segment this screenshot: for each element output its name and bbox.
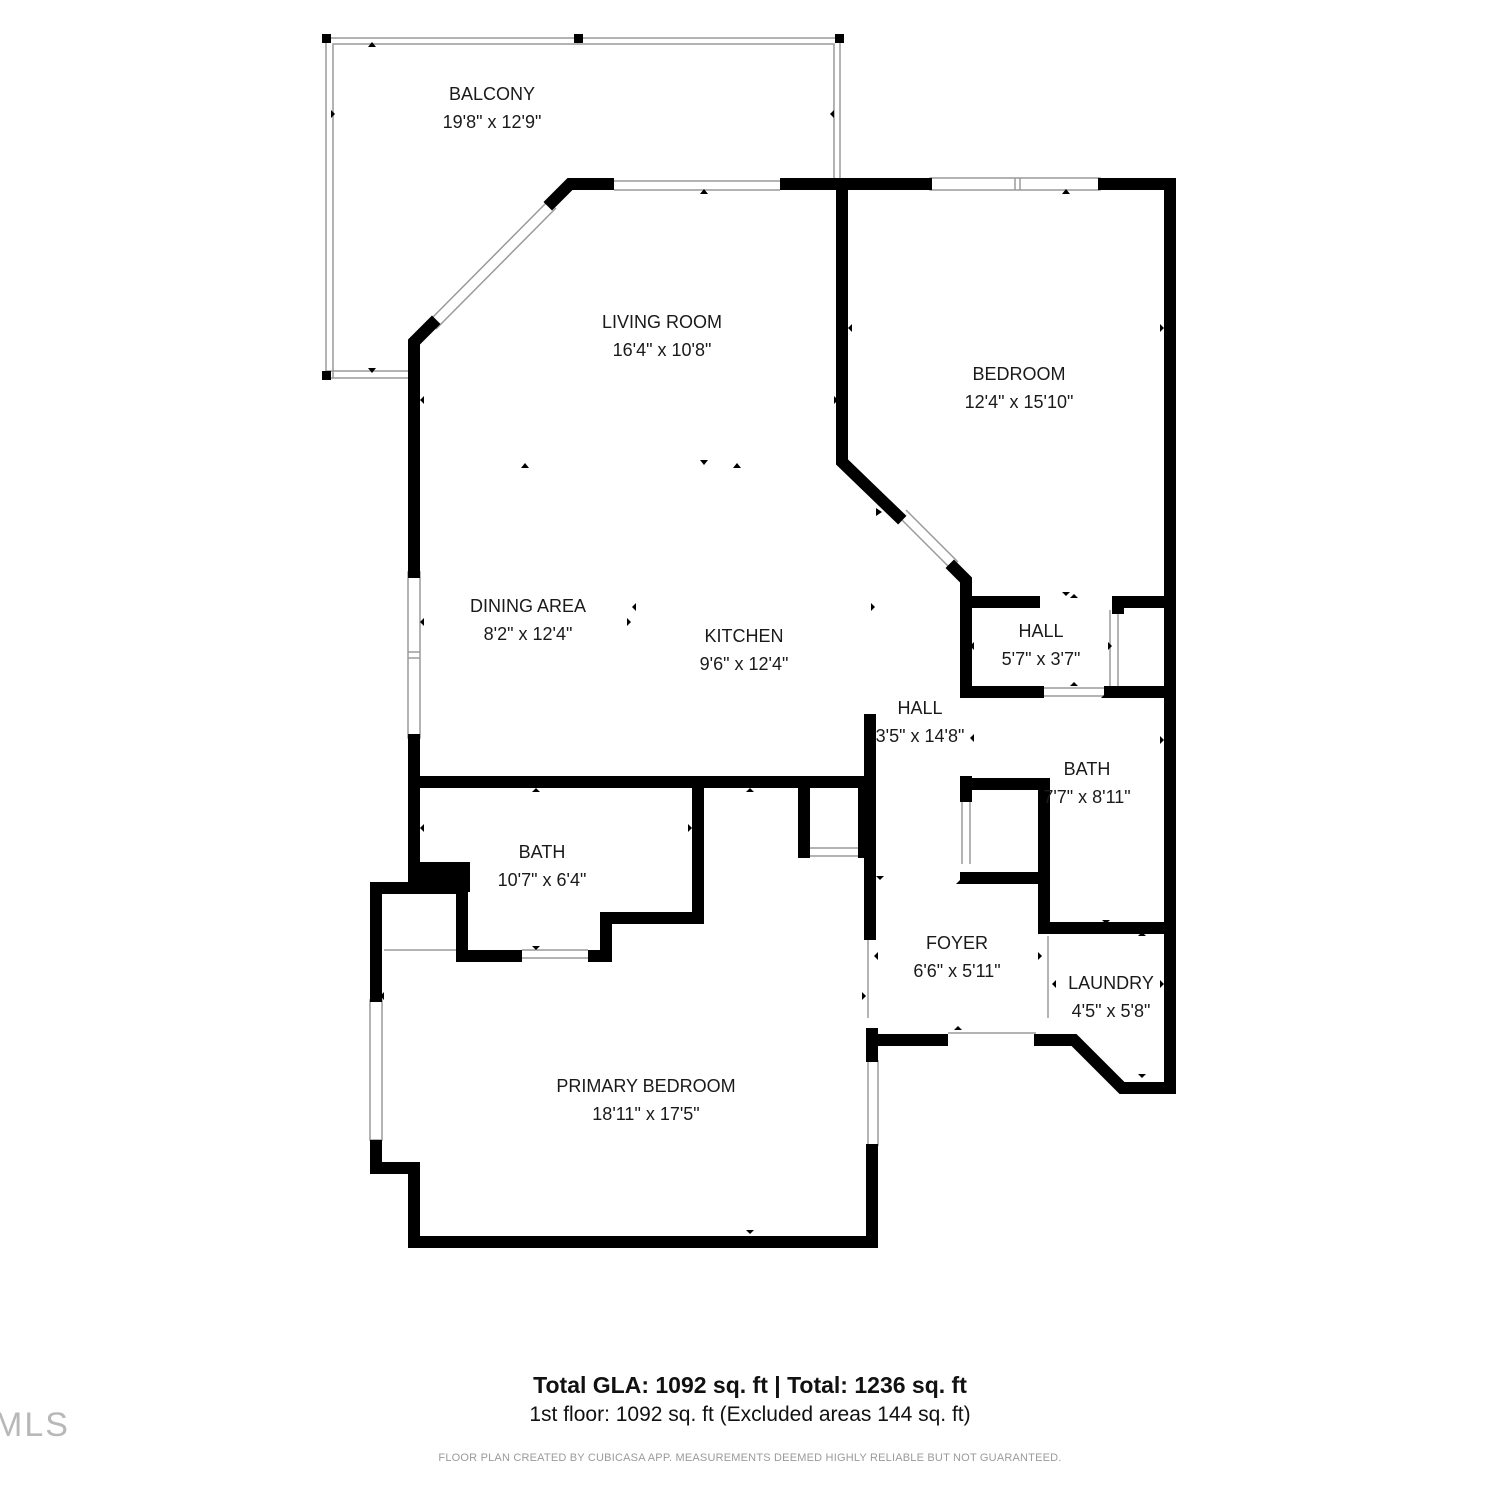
- room-name: HALL: [897, 698, 943, 718]
- room-laundry: LAUNDRY 4'5" x 5'8": [1068, 969, 1154, 1025]
- room-name: BATH: [1063, 759, 1111, 779]
- room-dimensions: 3'5" x 14'8": [875, 726, 965, 746]
- room-name: LIVING ROOM: [601, 312, 723, 332]
- disclaimer-text: FLOOR PLAN CREATED BY CUBICASA APP. MEAS…: [438, 1452, 1062, 1464]
- room-balcony: BALCONY 19'8" x 12'9": [443, 80, 542, 136]
- room-foyer: FOYER 6'6" x 5'11": [913, 929, 1000, 985]
- room-bath-left: BATH 10'7" x 6'4": [498, 838, 587, 894]
- room-living-room: LIVING ROOM 16'4" x 10'8": [602, 308, 722, 364]
- room-kitchen: KITCHEN 9'6" x 12'4": [700, 622, 789, 678]
- room-bedroom: BEDROOM 12'4" x 15'10": [965, 360, 1074, 416]
- room-dimensions: 9'6" x 12'4": [699, 654, 789, 674]
- room-name: DINING AREA: [469, 596, 587, 616]
- room-dimensions: 7'7" x 8'11": [1043, 787, 1131, 807]
- room-dining-area: DINING AREA 8'2" x 12'4": [470, 592, 586, 648]
- room-dimensions: 5'7" x 3'7": [1001, 649, 1081, 669]
- room-bath-right: BATH 7'7" x 8'11": [1043, 755, 1130, 811]
- room-name: BALCONY: [448, 84, 536, 104]
- balcony-posts: [322, 34, 844, 380]
- room-dimensions: 10'7" x 6'4": [497, 870, 587, 890]
- room-dimensions: 18'11" x 17'5": [592, 1104, 700, 1124]
- area-summary-total: Total GLA: 1092 sq. ft | Total: 1236 sq.…: [533, 1372, 967, 1398]
- room-hall-small: HALL 5'7" x 3'7": [1002, 617, 1081, 673]
- room-dimensions: 19'8" x 12'9": [442, 112, 542, 132]
- room-dimensions: 16'4" x 10'8": [612, 340, 712, 360]
- area-summary-floor: 1st floor: 1092 sq. ft (Excluded areas 1…: [529, 1403, 971, 1426]
- room-name: PRIMARY BEDROOM: [556, 1076, 736, 1096]
- room-dimensions: 4'5" x 5'8": [1071, 1001, 1151, 1021]
- room-dimensions: 8'2" x 12'4": [483, 624, 573, 644]
- dimension-markers: [331, 42, 1164, 1234]
- wall-block: [408, 862, 470, 892]
- room-name: HALL: [1018, 621, 1064, 641]
- mls-watermark: MLS: [0, 1406, 70, 1444]
- room-name: LAUNDRY: [1068, 973, 1154, 993]
- room-name: BATH: [518, 842, 566, 862]
- balcony-railing: [325, 37, 841, 379]
- room-primary-bedroom: PRIMARY BEDROOM 18'11" x 17'5": [556, 1072, 735, 1128]
- room-name: KITCHEN: [704, 626, 784, 646]
- walls: [370, 178, 1176, 1248]
- room-dimensions: 12'4" x 15'10": [964, 392, 1074, 412]
- room-name: BEDROOM: [972, 364, 1066, 384]
- room-hall: HALL 3'5" x 14'8": [876, 694, 965, 750]
- room-dimensions: 6'6" x 5'11": [913, 961, 1001, 981]
- room-name: FOYER: [925, 933, 988, 953]
